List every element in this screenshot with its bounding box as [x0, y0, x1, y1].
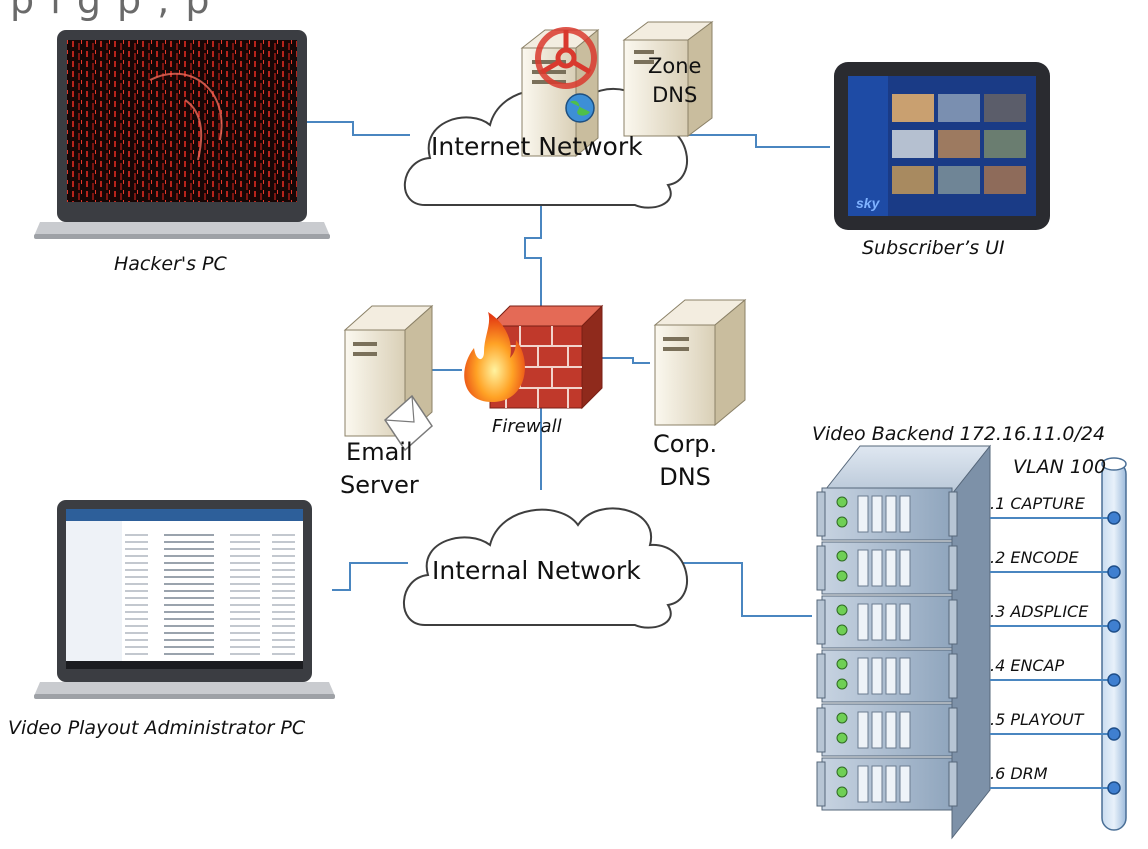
link-hacker-internet: [305, 121, 410, 136]
vlan-bus: [1101, 457, 1127, 831]
vlan-port: [1107, 781, 1121, 795]
admin-pc-label: Video Playout Administrator PC: [8, 717, 306, 739]
rack-server-unit: [816, 703, 958, 757]
link-firewall-corpdns: [600, 357, 650, 364]
hacker-laptop: [34, 30, 330, 239]
link-internal-backend: [682, 562, 812, 617]
corp-dns-server: [653, 298, 747, 427]
rack-server-unit: [816, 649, 958, 703]
vlan-server-label: .6 DRM: [990, 764, 1048, 783]
corp-dns-line-2: DNS: [659, 463, 711, 491]
vlan-server-label: .4 ENCAP: [990, 656, 1065, 675]
subscriber-ui-label: Subscriber’s UI: [862, 237, 1005, 259]
email-server-line-1: Email: [346, 438, 413, 466]
header-fragment: p l g p , p: [10, 0, 212, 22]
rack-server-unit: [816, 487, 958, 541]
vlan-links: [990, 511, 1121, 795]
email-server-label: Email Server: [340, 436, 419, 502]
vlan-server-label: .2 ENCODE: [990, 548, 1079, 567]
vlan-port: [1107, 565, 1121, 579]
subscriber-tablet: sky: [834, 62, 1050, 230]
backend-title: Video Backend 172.16.11.0/24: [812, 423, 1106, 445]
vlan-port: [1107, 511, 1121, 525]
link-admin-internal: [332, 562, 408, 591]
internal-cloud: [402, 507, 688, 629]
vlan-server-label: .5 PLAYOUT: [990, 710, 1084, 729]
rack-server-unit: [816, 757, 958, 811]
corp-dns-line-1: Corp.: [653, 430, 718, 458]
vlan-port: [1107, 673, 1121, 687]
tablet-brand: sky: [856, 195, 881, 211]
link-internet-subscriber: [682, 134, 830, 148]
internet-network-label: Internet Network: [431, 132, 643, 161]
vlan-port: [1107, 619, 1121, 633]
globe-icon: [565, 93, 595, 123]
firewall-label: Firewall: [492, 416, 562, 437]
admin-laptop: [34, 500, 335, 699]
rack-server-unit: [816, 595, 958, 649]
vlan-server-label: .1 CAPTURE: [990, 494, 1085, 513]
zone-dns-server: [622, 21, 714, 137]
rack-server-unit: [816, 541, 958, 595]
malicious-server: [520, 27, 600, 158]
hacker-pc-label: Hacker's PC: [114, 253, 227, 275]
flame-icon: [464, 312, 525, 402]
network-links: [305, 121, 830, 617]
zone-dns-label: Zone DNS: [648, 52, 701, 110]
email-server: [343, 304, 434, 438]
link-internet-firewall: [524, 205, 542, 312]
zone-dns-line-2: DNS: [652, 83, 698, 107]
email-server-line-2: Server: [340, 471, 419, 499]
vlan-port: [1107, 727, 1121, 741]
corp-dns-label: Corp. DNS: [653, 428, 717, 494]
envelope-icon: [384, 394, 433, 452]
video-backend-rack: [816, 444, 992, 840]
tile-grid: [892, 94, 1026, 194]
vlan-label: VLAN 100: [1013, 456, 1107, 478]
vlan-server-label: .3 ADSPLICE: [990, 602, 1089, 621]
zone-dns-line-1: Zone: [648, 54, 702, 78]
internal-network-label: Internal Network: [432, 556, 641, 585]
